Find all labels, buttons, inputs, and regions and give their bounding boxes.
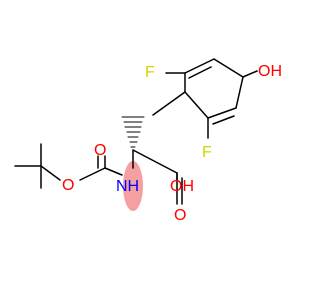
c-oh-bond xyxy=(242,70,258,78)
ring-bond xyxy=(184,91,209,119)
fluorine-label-top: F xyxy=(145,64,155,81)
carbonyl-oxygen-label-boc: O xyxy=(94,142,106,159)
amine-label: NH xyxy=(116,178,139,195)
ch2-bond xyxy=(152,91,186,116)
ring-bond xyxy=(184,58,215,74)
c-o-bond xyxy=(79,167,106,181)
ring-bond xyxy=(235,76,244,109)
carbonyl-oxygen-label-acid: O xyxy=(174,207,186,224)
hydroxyl-label-ring: OH xyxy=(258,63,282,80)
ring-bond xyxy=(188,66,212,79)
ester-oxygen-label: O xyxy=(62,177,74,194)
c-cooh-bond xyxy=(132,149,178,174)
hydroxyl-label-acid: OH xyxy=(170,178,194,195)
fluorine-label-bottom: F xyxy=(202,144,212,161)
n-c-bond xyxy=(104,167,123,176)
o-c-bond xyxy=(40,165,61,181)
molecule-structure: F F OH OH O O O NH xyxy=(14,58,282,224)
bond-group xyxy=(14,58,258,205)
ring-bond xyxy=(212,115,235,125)
ring-bond xyxy=(213,58,244,78)
stereocenter-highlight xyxy=(123,161,143,211)
hashed-wedge-bond xyxy=(121,116,145,148)
ring-bond xyxy=(207,107,237,119)
